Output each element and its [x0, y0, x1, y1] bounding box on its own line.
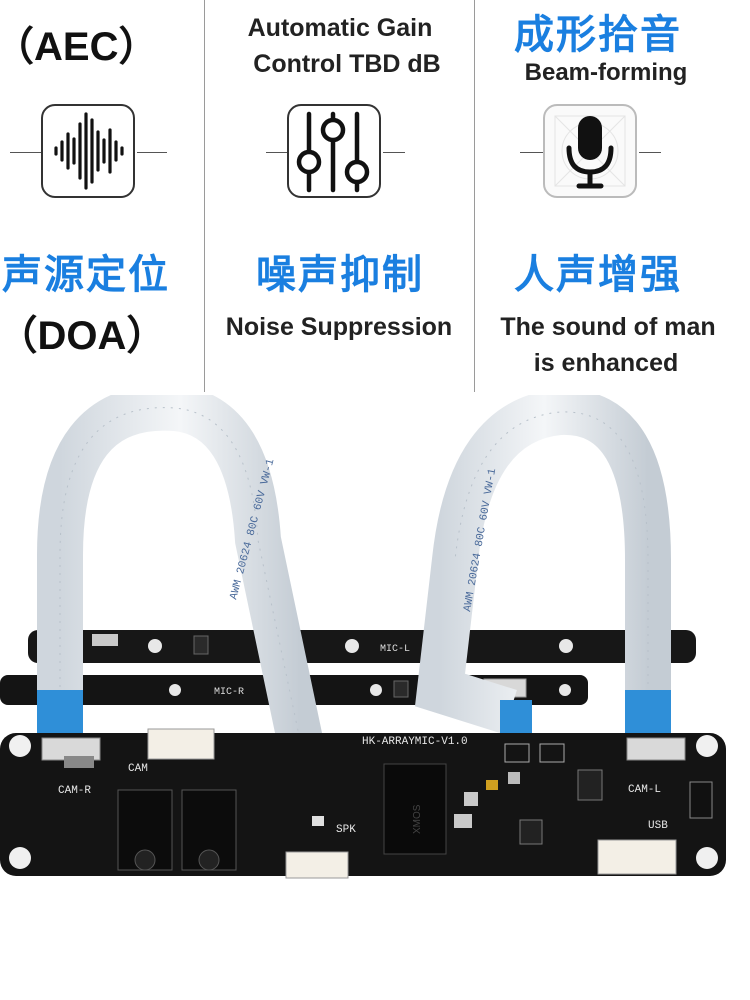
equalizer-icon-box	[287, 104, 381, 198]
spk-label: SPK	[336, 824, 356, 836]
mic-l-bar: MIC-L	[28, 630, 696, 663]
usb-label: USB	[648, 820, 668, 832]
noise-suppression-title: 噪声抑制	[256, 253, 424, 297]
column-divider-2	[474, 0, 475, 392]
icon-line-right-3	[639, 152, 661, 153]
chip-label: XMOS	[412, 804, 423, 834]
product-photo: MIC-L MIC-R AWM 20624 80C 60V VW-1 AWM 2…	[0, 384, 750, 895]
doa-title: 声源定位	[2, 253, 170, 297]
column-divider-1	[204, 0, 205, 392]
aec-label: （AEC）	[0, 25, 159, 69]
voice-enhance-title: 人声增强	[514, 253, 682, 297]
mic-l-label: MIC-L	[380, 644, 410, 655]
mic-r-label: MIC-R	[214, 687, 244, 698]
microphone-icon	[554, 115, 626, 189]
icon-line-left-2	[266, 152, 288, 153]
equalizer-sliders-icon	[296, 111, 370, 193]
sound-wave-icon-box	[41, 104, 135, 198]
cam-l-label: CAM-L	[628, 784, 661, 796]
sound-wave-icon	[54, 112, 124, 190]
agc-line-1: Automatic Gain	[247, 14, 433, 42]
voice-enhance-line-2: is enhanced	[533, 349, 679, 377]
cam-r-label: CAM-R	[58, 785, 91, 797]
doa-subtitle: （DOA）	[0, 314, 167, 358]
beamforming-title: 成形拾音	[514, 13, 682, 57]
microphone-icon-box	[543, 104, 637, 198]
model-label: HK-ARRAYMIC-V1.0	[362, 736, 468, 748]
cam-label: CAM	[128, 763, 148, 775]
icon-line-left-1	[10, 152, 42, 153]
mic-array-board-image: MIC-L MIC-R AWM 20624 80C 60V VW-1 AWM 2…	[0, 384, 726, 879]
beamforming-subtitle: Beam-forming	[524, 59, 688, 86]
icon-line-left-3	[520, 152, 544, 153]
feature-section: （AEC） 声源定位 （DOA） Automatic Gain Control …	[0, 0, 750, 392]
icon-line-right-1	[137, 152, 167, 153]
voice-enhance-line-1: The sound of man	[500, 313, 716, 341]
icon-line-right-2	[383, 152, 405, 153]
agc-line-2: Control TBD dB	[253, 50, 441, 78]
main-pcb: XMOS CAM-R CAM SPK HK-ARRAYMIC-V1.0 CAM-…	[0, 728, 726, 879]
noise-suppression-subtitle: Noise Suppression	[225, 313, 453, 341]
ribbon-cable-left: AWM 20624 80C 60V VW-1	[37, 384, 323, 745]
